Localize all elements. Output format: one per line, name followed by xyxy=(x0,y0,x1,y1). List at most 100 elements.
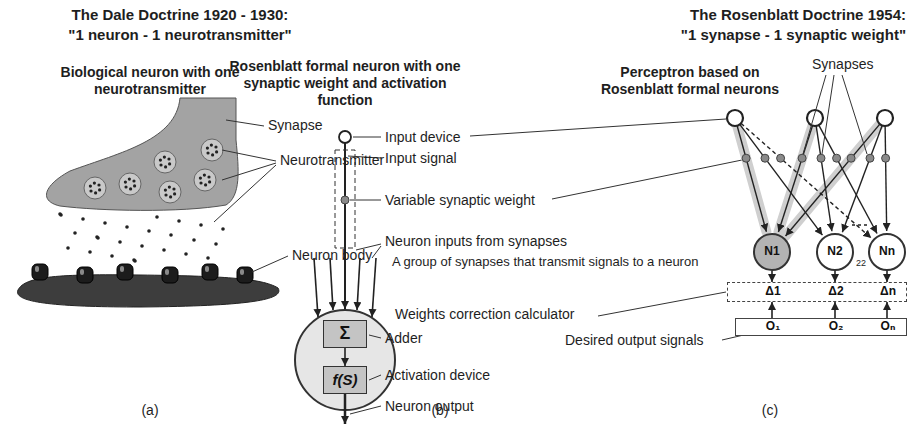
leader-line xyxy=(598,292,726,316)
transmitter-dot xyxy=(199,176,202,179)
output-arrow xyxy=(344,394,347,424)
input-wire xyxy=(842,125,882,232)
leader-line xyxy=(226,120,264,126)
transmitter-dot xyxy=(140,244,144,248)
panel-title: Rosenblatt formal neuron with one synapt… xyxy=(225,58,465,109)
receptor-highlight xyxy=(240,269,244,275)
leader-lines xyxy=(214,120,288,272)
input-devices xyxy=(727,110,893,126)
transmitter-dot xyxy=(208,180,211,183)
synapse-dot xyxy=(817,154,825,162)
transmitter-dot xyxy=(125,225,129,229)
neuron-circle: Nn xyxy=(868,233,906,271)
input-arrow xyxy=(330,258,333,310)
input-arrow xyxy=(357,258,360,310)
transmitter-dot xyxy=(118,240,122,244)
synapse-dot xyxy=(833,154,841,162)
transmitter-dot xyxy=(129,187,132,190)
leader-lines xyxy=(348,119,742,414)
panel-letter: (c) xyxy=(750,402,790,419)
transmitter-dot xyxy=(124,185,127,188)
transmitter-dot xyxy=(133,259,137,263)
part-label: Neurotransmitter xyxy=(280,152,384,169)
transmitter-dot xyxy=(164,165,167,168)
leader-line xyxy=(369,375,381,380)
node-text: Σ xyxy=(340,324,351,344)
transmitter-dot xyxy=(184,252,188,256)
synapse-dot xyxy=(847,154,855,162)
synapse-dot xyxy=(882,154,890,162)
transmitter-dot xyxy=(164,193,167,196)
transmitter-dot xyxy=(168,162,171,165)
leader-line xyxy=(350,406,381,414)
transmitter-dot xyxy=(155,215,159,219)
vesicles xyxy=(84,139,223,203)
transmitter-dot xyxy=(128,177,131,180)
activation-box: f(S) xyxy=(323,366,367,394)
transmitter-dot xyxy=(177,219,181,223)
synaptic-weight-dot xyxy=(341,196,349,204)
leader-lines xyxy=(598,75,867,340)
adder-box: Σ xyxy=(323,320,367,348)
heading: The Rosenblatt Doctrine 1954: xyxy=(690,6,906,24)
perceptron-wires xyxy=(737,123,889,238)
part-label: Neuron inputs from synapses xyxy=(385,233,567,250)
transmitter-dot xyxy=(95,235,99,239)
leader-line xyxy=(369,335,381,338)
receptor-highlight xyxy=(80,269,84,275)
transmitter-dot xyxy=(89,184,92,187)
receptor xyxy=(202,264,218,280)
synapse-dot xyxy=(798,154,806,162)
transmitter-dot xyxy=(103,221,107,225)
input-arrow xyxy=(372,258,376,317)
node-text: Nn xyxy=(879,245,895,258)
transmitter-dot xyxy=(147,229,151,233)
input-device-circle xyxy=(877,110,893,126)
neuron-circle: N1 xyxy=(753,233,791,271)
transmitter-dot xyxy=(110,254,114,258)
receptor xyxy=(162,267,178,283)
synapse-dot xyxy=(761,154,769,162)
heading: "1 neuron - 1 neurotransmitter" xyxy=(30,26,330,44)
transmitter-dot xyxy=(66,246,70,250)
vesicle xyxy=(159,181,181,203)
receptor-highlight xyxy=(35,266,39,272)
input-wire xyxy=(740,124,823,235)
input-wire xyxy=(786,124,880,236)
transmitter-dot xyxy=(210,143,213,146)
transmitter-dot xyxy=(58,212,62,216)
transmitter-dot xyxy=(97,183,100,186)
leader-line xyxy=(552,160,742,199)
vesicle xyxy=(84,177,106,199)
leader-line xyxy=(803,75,826,154)
biological-neuron xyxy=(17,98,288,307)
transmitter-dot xyxy=(133,184,136,187)
heading: The Dale Doctrine 1920 - 1930: xyxy=(30,6,330,24)
input-device-circle xyxy=(339,131,351,143)
transmitter-dot xyxy=(214,242,218,246)
synapse-dot xyxy=(777,154,785,162)
transmitter-dot xyxy=(206,146,209,149)
transmitter-dot xyxy=(206,256,210,260)
receptor-highlight xyxy=(120,266,124,272)
desired-output-box: O₁O₂Oₙ xyxy=(735,318,907,336)
receptor xyxy=(117,264,133,280)
node-text: Oₙ xyxy=(881,320,896,333)
leader-line xyxy=(842,75,867,154)
part-label: Input signal xyxy=(385,150,457,167)
transmitter-dot xyxy=(215,150,218,153)
synapse-group-band xyxy=(737,124,880,236)
part-label: Variable synaptic weight xyxy=(385,192,535,209)
leader-line xyxy=(372,246,381,258)
correction-row: Δ1Δ2Δn xyxy=(727,282,907,302)
node-text: Δ2 xyxy=(828,285,843,298)
receptor xyxy=(77,267,93,283)
panel-letter: (b) xyxy=(420,402,460,419)
connector-arrow xyxy=(886,271,888,282)
input-wire xyxy=(778,126,812,232)
leader-line xyxy=(252,256,288,272)
leader-line xyxy=(470,119,726,136)
transmitter-dot xyxy=(164,188,167,191)
